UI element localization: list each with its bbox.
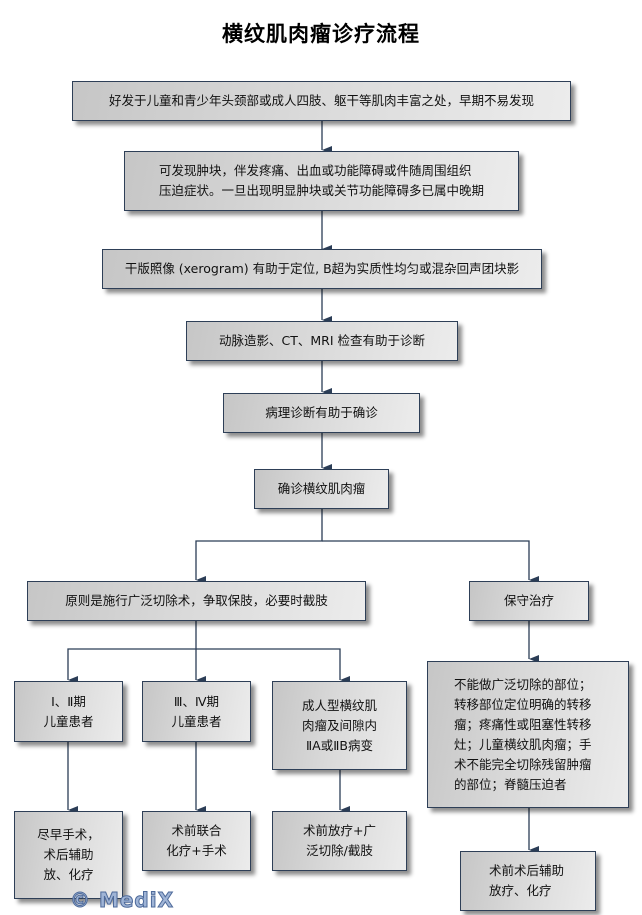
node-conservative: 保守治疗 [469,581,589,621]
branch-conservative [322,540,539,584]
node-onset-text: 好发于儿童和青少年头颈部或成人四肢、躯干等肌肉丰富之处，早期不易发现 [108,93,534,108]
node-adult-type: 成人型横纹肌 肉瘤及间隙内 ⅡA或ⅡB病变 [272,681,407,770]
node-imaging: 动脉造影、CT、MRI 检查有助于诊断 [186,321,458,361]
node-imaging-text: 动脉造影、CT、MRI 检查有助于诊断 [219,333,425,348]
node-conservative-indications: 不能做广泛切除的部位； 转移部位定位明确的转移 瘤；疼痛性或阻塞性转移 灶；儿童… [427,661,629,808]
node-symptoms: 可发现肿块，伴发疼痛、出血或功能障碍或件随周围组织 压迫症状。一旦出现明显肿块或… [124,151,519,211]
node-diagnosis: 确诊横纹肌肉瘤 [254,469,389,509]
node-xerogram: 干版照像 (xerogram) 有助于定位, B超为实质性均匀或混杂回声团块影 [102,249,542,289]
watermark: © MediX [69,888,175,913]
node-early-surgery: 尽早手术， 术后辅助 放、化疗 [14,811,123,899]
node-surgery-principle-text: 原则是施行广泛切除术，争取保肢，必要时截肢 [65,593,328,608]
node-surgery-principle: 原则是施行广泛切除术，争取保肢，必要时截肢 [27,581,366,621]
node-adjuvant-therapy: 术前术后辅助 放疗、化疗 [460,851,596,911]
node-stage-3-4: Ⅲ、Ⅳ期 儿童患者 [142,681,251,742]
node-symptoms-text: 可发现肿块，伴发疼痛、出血或功能障碍或件随周围组织 压迫症状。一旦出现明显肿块或… [158,163,484,198]
node-adjuvant-therapy-text: 术前术后辅助 放疗、化疗 [489,863,565,898]
node-xerogram-text: 干版照像 (xerogram) 有助于定位, B超为实质性均匀或混杂回声团块影 [124,261,520,276]
branch-stage12 [67,621,197,684]
node-adult-type-text: 成人型横纹肌 肉瘤及间隙内 ⅡA或ⅡB病变 [301,697,377,753]
node-stage-3-4-text: Ⅲ、Ⅳ期 儿童患者 [171,693,222,729]
node-pathology-text: 病理诊断有助于确诊 [265,405,378,420]
node-early-surgery-text: 尽早手术， 术后辅助 放、化疗 [37,827,100,882]
node-neoadjuvant-chemo: 术前联合 化疗+手术 [142,811,251,871]
node-preop-radiation: 术前放疗+广 泛切除/截肢 [272,811,407,871]
node-onset: 好发于儿童和青少年头颈部或成人四肢、躯干等肌肉丰富之处，早期不易发现 [72,81,571,121]
node-diagnosis-text: 确诊横纹肌肉瘤 [277,481,366,496]
branch-adult [196,648,350,684]
node-stage-1-2: Ⅰ、Ⅱ期 儿童患者 [14,681,123,742]
node-pathology: 病理诊断有助于确诊 [223,393,420,433]
branch-diagnosis [195,509,323,584]
node-conservative-indications-text: 不能做广泛切除的部位； 转移部位定位明确的转移 瘤；疼痛性或阻塞性转移 灶；儿童… [454,676,592,792]
node-conservative-text: 保守治疗 [503,593,554,608]
node-preop-radiation-text: 术前放疗+广 泛切除/截肢 [303,823,376,858]
node-neoadjuvant-chemo-text: 术前联合 化疗+手术 [166,823,227,858]
node-stage-1-2-text: Ⅰ、Ⅱ期 儿童患者 [43,693,94,729]
page-title: 横纹肌肉瘤诊疗流程 [222,22,420,46]
